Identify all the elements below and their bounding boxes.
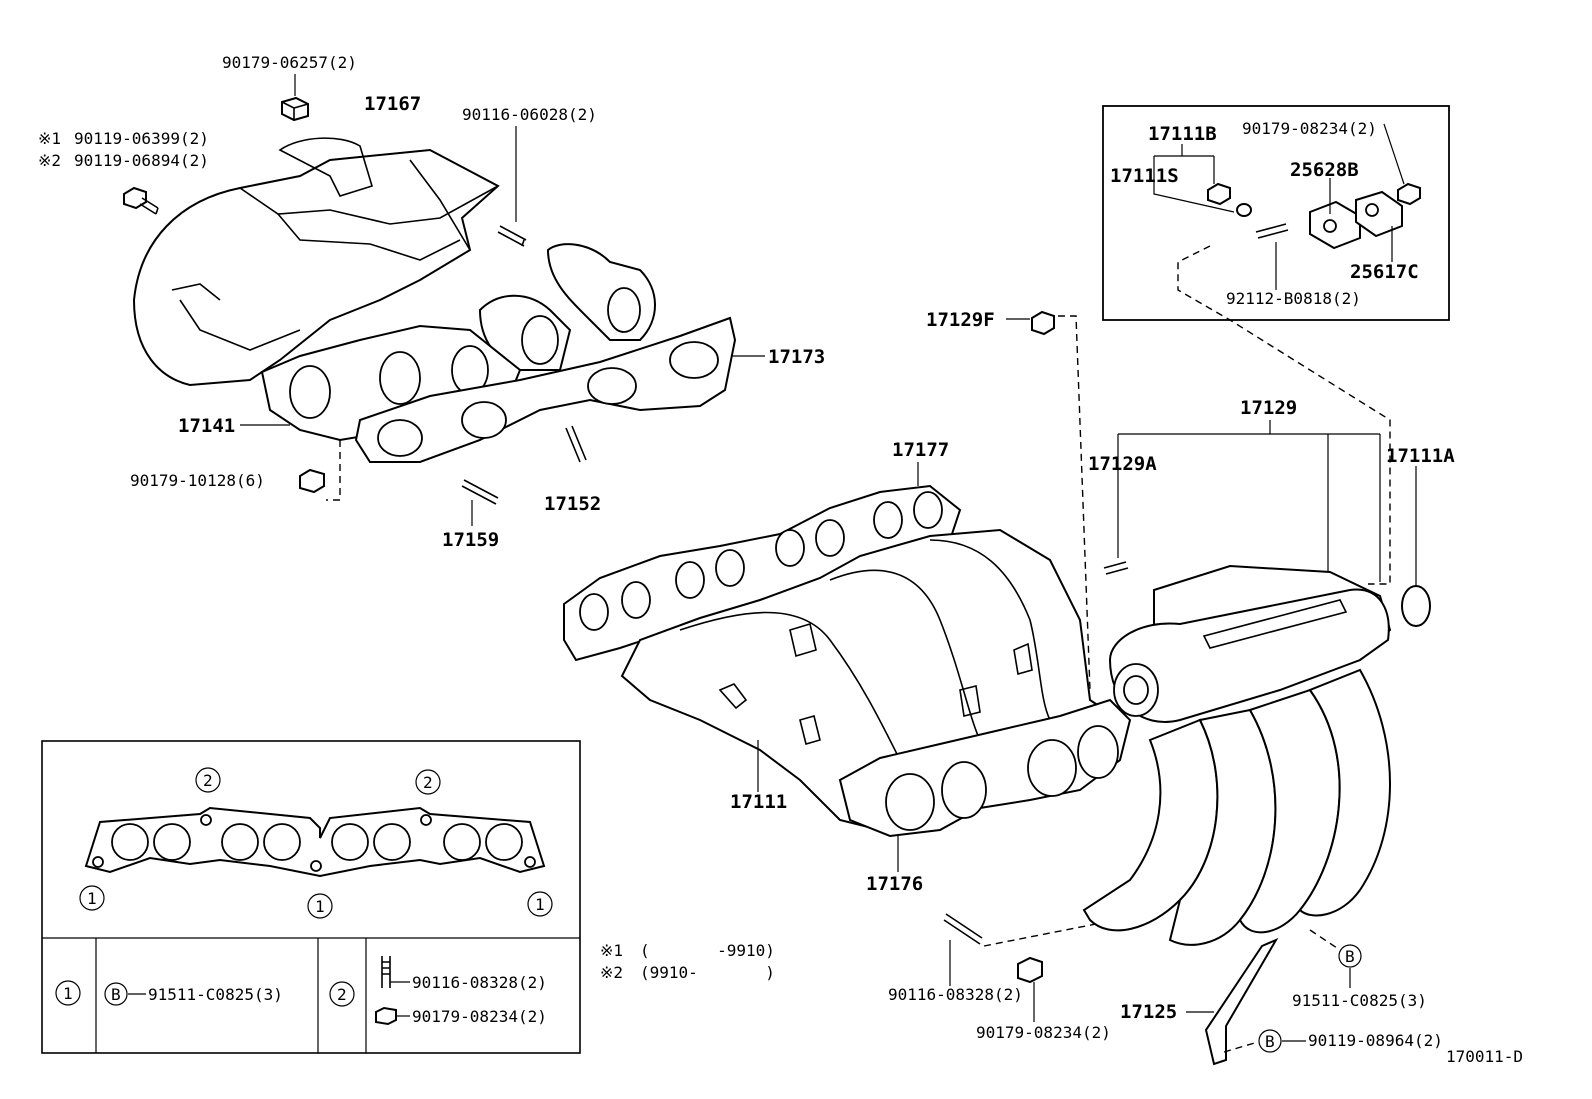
label-17159: 17159	[442, 529, 499, 551]
label-17167: 17167	[364, 93, 421, 115]
label-17141: 17141	[178, 415, 235, 437]
upper-left-assembly	[123, 74, 765, 526]
part-labels: 90179-06257(2) 17167 90116-06028(2) ※1 9…	[38, 53, 1523, 1066]
gasket-17176-drawing	[838, 698, 1132, 838]
label-17177: 17177	[892, 439, 949, 461]
surge-tank-17129-drawing	[1082, 564, 1392, 946]
inset-box	[1102, 105, 1450, 321]
label-17152: 17152	[544, 493, 601, 515]
diagram-id: 170011-D	[1446, 1047, 1523, 1066]
label-90119-08964: 90119-08964(2)	[1308, 1031, 1443, 1050]
callout-b-90119: B	[1265, 1032, 1275, 1051]
label-17125: 17125	[1120, 1001, 1177, 1023]
label-17176: 17176	[866, 873, 923, 895]
label-25617C: 25617C	[1350, 261, 1419, 283]
gasket-num-1-left: 1	[87, 889, 97, 908]
footnote1-text: ( -9910)	[640, 941, 775, 960]
label-90119-06399: 90119-06399(2)	[74, 129, 209, 148]
gasket-num-1-center: 1	[315, 897, 325, 916]
label-25628B: 25628B	[1290, 159, 1359, 181]
label-91511-C0825: 91511-C0825(3)	[1292, 991, 1427, 1010]
gasket-17177-drawing	[563, 484, 962, 662]
label-17111S: 17111S	[1110, 165, 1179, 187]
footnote1-mark: ※1	[600, 941, 623, 960]
label-90119-06894: 90119-06894(2)	[74, 151, 209, 170]
label-90116-08328: 90116-08328(2)	[888, 985, 1023, 1004]
cap-nut-90179-06257-drawing	[281, 96, 309, 122]
intake-elbows-drawing	[478, 243, 656, 371]
footnote2-text: (9910- )	[640, 963, 775, 982]
footnote2-mark: ※2	[600, 963, 623, 982]
air-intake-plenum-17167-drawing	[132, 137, 500, 387]
gasket-17173-drawing	[354, 316, 737, 463]
note2-mark: ※2	[38, 151, 61, 170]
legend2-part1: 90116-08328(2)	[412, 973, 547, 992]
callout-b-91511: B	[1345, 947, 1355, 966]
label-17129F: 17129F	[926, 309, 995, 331]
legend2-part2: 90179-08234(2)	[412, 1007, 547, 1026]
bolt-90119-drawing	[123, 186, 159, 215]
label-90179-10128: 90179-10128(6)	[130, 471, 265, 490]
legend1-num: 1	[63, 984, 73, 1003]
gasket-num-1-right: 1	[535, 895, 545, 914]
gasket-num-2-right: 2	[423, 773, 433, 792]
gasket-num-2-left: 2	[203, 771, 213, 790]
gasket-detail-box	[41, 740, 581, 1054]
legend1-part: 91511-C0825(3)	[148, 985, 283, 1004]
label-17111B: 17111B	[1148, 123, 1217, 145]
note1-mark: ※1	[38, 129, 61, 148]
label-17111: 17111	[730, 791, 787, 813]
label-92112-B0818: 92112-B0818(2)	[1226, 289, 1361, 308]
label-17129: 17129	[1240, 397, 1297, 419]
lower-right-assembly	[563, 310, 1431, 1066]
label-90179-08234-lower: 90179-08234(2)	[976, 1023, 1111, 1042]
legend2-num: 2	[337, 985, 347, 1004]
label-17129A: 17129A	[1088, 453, 1157, 475]
label-90116-06028: 90116-06028(2)	[462, 105, 597, 124]
label-17173: 17173	[768, 346, 825, 368]
label-17111A: 17111A	[1386, 445, 1455, 467]
legend1-mark: B	[111, 985, 121, 1004]
label-90179-08234-inset: 90179-08234(2)	[1242, 119, 1377, 138]
label-90179-06257: 90179-06257(2)	[222, 53, 357, 72]
